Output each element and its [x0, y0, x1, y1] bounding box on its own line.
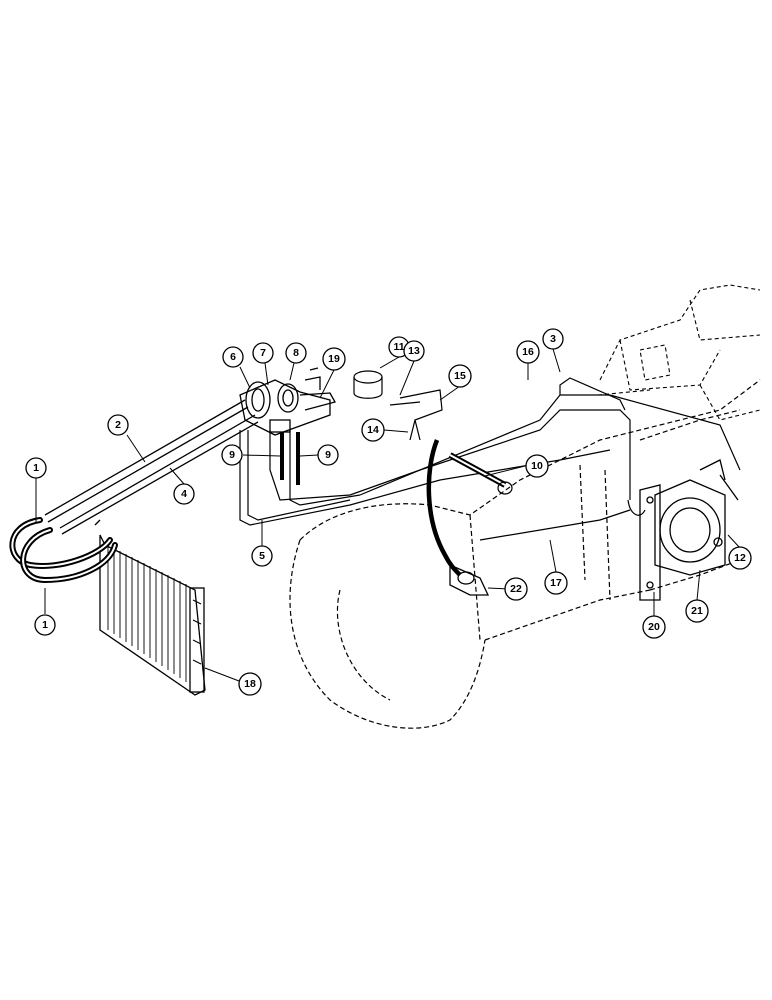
callout-15: 15 [448, 364, 472, 388]
cooler-hoses [9, 517, 118, 584]
callout-16: 16 [516, 340, 540, 364]
hydraulic-pump [639, 459, 739, 601]
callout-6: 6 [222, 346, 244, 368]
callout-8: 8 [285, 342, 307, 364]
svg-text:14: 14 [367, 424, 379, 436]
callout-22: 22 [504, 577, 528, 601]
callout-2: 2 [107, 414, 129, 436]
callout-7: 7 [252, 342, 274, 364]
svg-text:3: 3 [550, 333, 556, 345]
slave-cylinder [449, 564, 490, 596]
callout-20: 20 [642, 615, 666, 639]
svg-text:6: 6 [230, 351, 236, 363]
callout-18: 18 [238, 672, 262, 696]
svg-text:1: 1 [42, 619, 48, 631]
callout-12: 12 [728, 546, 752, 570]
svg-text:21: 21 [691, 605, 703, 617]
valve-block [239, 367, 336, 436]
transmission-top-assembly [597, 284, 761, 421]
svg-text:9: 9 [229, 449, 235, 461]
callout-1-upper: 1 [25, 457, 47, 479]
svg-text:10: 10 [531, 460, 543, 472]
callout-10: 10 [525, 454, 549, 478]
svg-text:1: 1 [33, 462, 39, 474]
callout-9-right: 9 [317, 444, 339, 466]
svg-text:7: 7 [260, 347, 266, 359]
oil-cooler [99, 534, 206, 696]
svg-text:5: 5 [259, 550, 265, 562]
svg-text:22: 22 [510, 583, 522, 595]
svg-text:15: 15 [454, 370, 466, 382]
svg-text:8: 8 [293, 347, 299, 359]
hoses-9 [280, 432, 300, 485]
svg-text:12: 12 [734, 552, 746, 564]
callout-13: 13 [403, 340, 425, 362]
svg-text:16: 16 [522, 346, 534, 358]
callout-5: 5 [251, 545, 273, 567]
reservoir-cap [353, 370, 443, 441]
callout-21: 21 [685, 599, 709, 623]
callout-3: 3 [542, 328, 564, 350]
svg-text:20: 20 [648, 621, 660, 633]
tubes-5 [239, 430, 441, 526]
svg-text:18: 18 [244, 678, 256, 690]
callout-9-left: 9 [221, 444, 243, 466]
svg-text:2: 2 [115, 419, 121, 431]
hose-15 [426, 439, 462, 577]
callout-17: 17 [544, 571, 568, 595]
svg-text:9: 9 [325, 449, 331, 461]
tubes-2-4 [44, 399, 259, 535]
transmission-housing [289, 379, 761, 729]
callout-4: 4 [173, 483, 195, 505]
callout-19: 19 [322, 347, 346, 371]
svg-text:4: 4 [181, 488, 187, 500]
svg-text:11: 11 [393, 341, 404, 353]
svg-text:13: 13 [408, 345, 420, 357]
callout-1-lower: 1 [34, 614, 56, 636]
hose-10 [448, 452, 513, 495]
svg-text:19: 19 [328, 353, 340, 365]
callout-14: 14 [361, 418, 385, 442]
leader-lines [35, 348, 741, 682]
svg-text:17: 17 [550, 577, 562, 589]
